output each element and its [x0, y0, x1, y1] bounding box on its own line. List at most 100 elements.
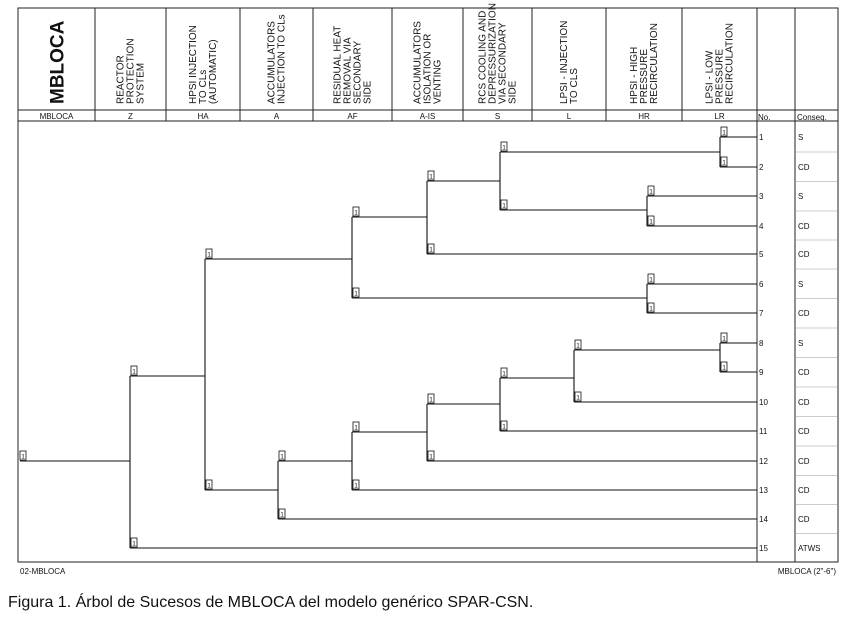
sequence-consequence: CD — [798, 398, 810, 407]
column-title-line: TO CLS — [569, 68, 580, 104]
svg-text:1: 1 — [722, 160, 726, 167]
sequence-consequence: CD — [798, 457, 810, 466]
svg-text:1: 1 — [502, 145, 506, 152]
branch-node: 1 — [427, 393, 435, 404]
sequence-number: 12 — [759, 457, 768, 466]
svg-text:1: 1 — [502, 424, 506, 431]
svg-text:1: 1 — [429, 454, 433, 461]
branch-node: 1 — [19, 450, 27, 461]
sequence-number: 14 — [759, 515, 768, 524]
branch-node: 1 — [720, 332, 728, 343]
column-title-line: PRESSURE — [639, 49, 650, 104]
branch-node: 1 — [647, 273, 655, 284]
svg-text:1: 1 — [207, 483, 211, 490]
column-title-line: (AUTOMATIC) — [208, 39, 219, 104]
branch-node: 1 — [720, 156, 728, 167]
sequence-consequence: CD — [798, 250, 810, 259]
svg-text:1: 1 — [722, 365, 726, 372]
column-title-line: ISOLATION OR — [423, 34, 434, 104]
column-code: AF — [347, 112, 357, 121]
sequence-consequence: S — [798, 339, 803, 348]
branch-node: 1 — [352, 206, 360, 217]
branch-node: 1 — [647, 185, 655, 196]
sequence-consequence: CD — [798, 427, 810, 436]
column-title-line: MBLOCA — [48, 20, 69, 104]
column-title-line: ACCUMULATORS — [267, 21, 278, 104]
branch-node: 1 — [278, 450, 286, 461]
column-code: LR — [714, 112, 724, 121]
branch-node: 1 — [574, 391, 582, 402]
sequence-number: 8 — [759, 339, 764, 348]
branch-node: 1 — [500, 199, 508, 210]
column-title-line: REACTOR — [116, 55, 127, 104]
conseq-header: Conseq. — [797, 113, 827, 122]
column-title-line: SIDE — [508, 80, 519, 104]
column-code: HA — [197, 112, 209, 121]
branch-node: 1 — [352, 421, 360, 432]
branch-node: 1 — [352, 479, 360, 490]
column-title-line: REMOVAL VIA — [343, 37, 354, 104]
sequence-consequence: S — [798, 133, 803, 142]
branch-node: 1 — [427, 243, 435, 254]
sequence-number: 9 — [759, 368, 764, 377]
tree-branches — [20, 136, 757, 549]
branch-node: 1 — [500, 141, 508, 152]
branch-node: 1 — [574, 339, 582, 350]
column-title-line: RECIRCULATION — [649, 23, 660, 104]
branch-node: 1 — [500, 367, 508, 378]
sequence-number: 7 — [759, 309, 764, 318]
svg-text:1: 1 — [280, 512, 284, 519]
branch-node: 1 — [427, 450, 435, 461]
svg-text:1: 1 — [132, 541, 136, 548]
branch-node: 1 — [130, 365, 138, 376]
svg-text:1: 1 — [649, 306, 653, 313]
sequence-consequence: CD — [798, 486, 810, 495]
column-title-line: SIDE — [363, 80, 374, 104]
branch-node: 1 — [647, 302, 655, 313]
svg-text:1: 1 — [576, 343, 580, 350]
branch-node: 1 — [278, 508, 286, 519]
branch-node: 1 — [352, 287, 360, 298]
svg-text:1: 1 — [354, 291, 358, 298]
svg-text:1: 1 — [354, 483, 358, 490]
sequence-consequence: S — [798, 192, 803, 201]
branch-node: 1 — [205, 479, 213, 490]
column-code: A — [274, 112, 280, 121]
column-title-line: PROTECTION — [126, 38, 137, 104]
column-dividers — [94, 8, 796, 562]
column-title-line: ACCUMULATORS — [413, 21, 424, 104]
sequence-number: 6 — [759, 280, 764, 289]
svg-text:1: 1 — [207, 252, 211, 259]
column-title-line: SECONDARY — [353, 41, 364, 104]
branch-node: 1 — [500, 420, 508, 431]
svg-text:1: 1 — [354, 425, 358, 432]
sequence-number: 2 — [759, 163, 764, 172]
svg-text:1: 1 — [502, 371, 506, 378]
sequence-consequence: CD — [798, 515, 810, 524]
column-code: A-IS — [420, 112, 436, 121]
column-title-line: PRESSURE — [715, 49, 726, 104]
sequence-number: 11 — [759, 427, 768, 436]
svg-text:1: 1 — [649, 277, 653, 284]
column-title-line: LPSI - LOW — [705, 50, 716, 104]
tree-nodes: 1 1 1 1 1 1 1 1 1 1 1 1 1 1 1 1 1 1 1 1 1 1 1 1 1 1 1 1 1 — [19, 126, 728, 548]
column-title-line: INJECTION TO CLs — [277, 14, 288, 104]
sequence-consequence: S — [798, 280, 803, 289]
svg-text:1: 1 — [132, 369, 136, 376]
svg-text:1: 1 — [429, 397, 433, 404]
svg-text:1: 1 — [576, 395, 580, 402]
column-code: L — [567, 112, 572, 121]
svg-text:1: 1 — [429, 247, 433, 254]
sequence-consequence: ATWS — [798, 544, 821, 553]
branch-node: 1 — [647, 215, 655, 226]
branch-node: 1 — [720, 126, 728, 137]
column-title-line: SYSTEM — [136, 63, 147, 104]
svg-text:1: 1 — [722, 336, 726, 343]
column-title-line: LPSI - INJECTION — [559, 21, 570, 104]
footer-right: MBLOCA (2"-6") — [778, 567, 836, 576]
svg-text:1: 1 — [429, 174, 433, 181]
branch-node: 1 — [130, 537, 138, 548]
sequence-number: 3 — [759, 192, 764, 201]
